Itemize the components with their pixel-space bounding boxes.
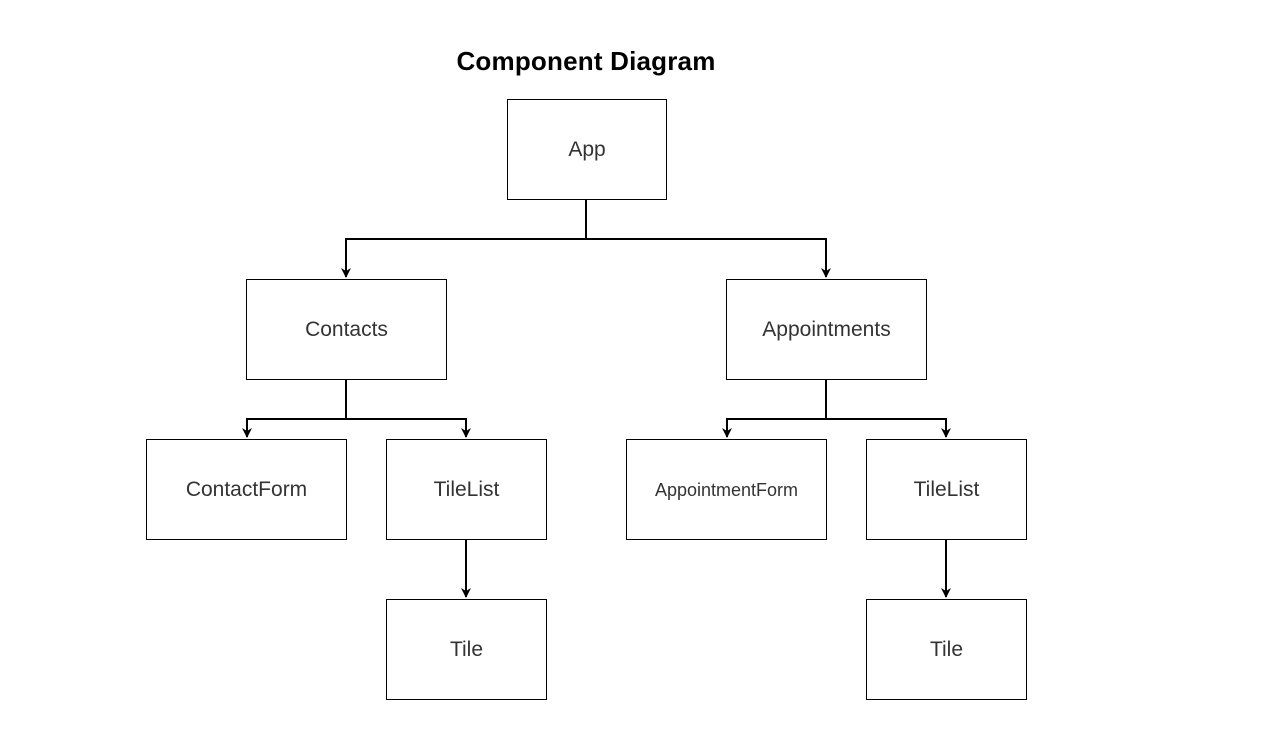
node-tile-appointments: Tile [866, 599, 1027, 700]
node-contacts-label: Contacts [305, 318, 388, 341]
node-app: App [507, 99, 667, 200]
node-tile-contacts: Tile [386, 599, 547, 700]
node-tilelist-contacts-label: TileList [433, 478, 500, 501]
edge-appointments-tilelist [826, 418, 951, 438]
node-tilelist-contacts: TileList [386, 439, 547, 540]
node-contactform: ContactForm [146, 439, 347, 540]
node-appointments-label: Appointments [762, 318, 891, 341]
node-app-label: App [568, 138, 606, 161]
edge-app-contacts [341, 200, 587, 278]
diagram-title: Component Diagram [456, 46, 716, 76]
node-appointmentform-label: AppointmentForm [654, 479, 799, 500]
node-contacts: Contacts [246, 279, 447, 380]
node-tile-contacts-label: Tile [449, 638, 484, 661]
node-tile-appointments-label: Tile [929, 638, 964, 661]
edge-contacts-contactform [242, 380, 347, 438]
edge-contacts-tilelist [346, 418, 471, 438]
node-appointments: Appointments [726, 279, 927, 380]
node-tilelist-appointments-label: TileList [913, 478, 980, 501]
edge-appointments-appointmentform [722, 380, 827, 438]
edge-app-appointments [586, 238, 831, 278]
node-tilelist-appointments: TileList [866, 439, 1027, 540]
node-contactform-label: ContactForm [185, 478, 308, 501]
node-appointmentform: AppointmentForm [626, 439, 827, 540]
